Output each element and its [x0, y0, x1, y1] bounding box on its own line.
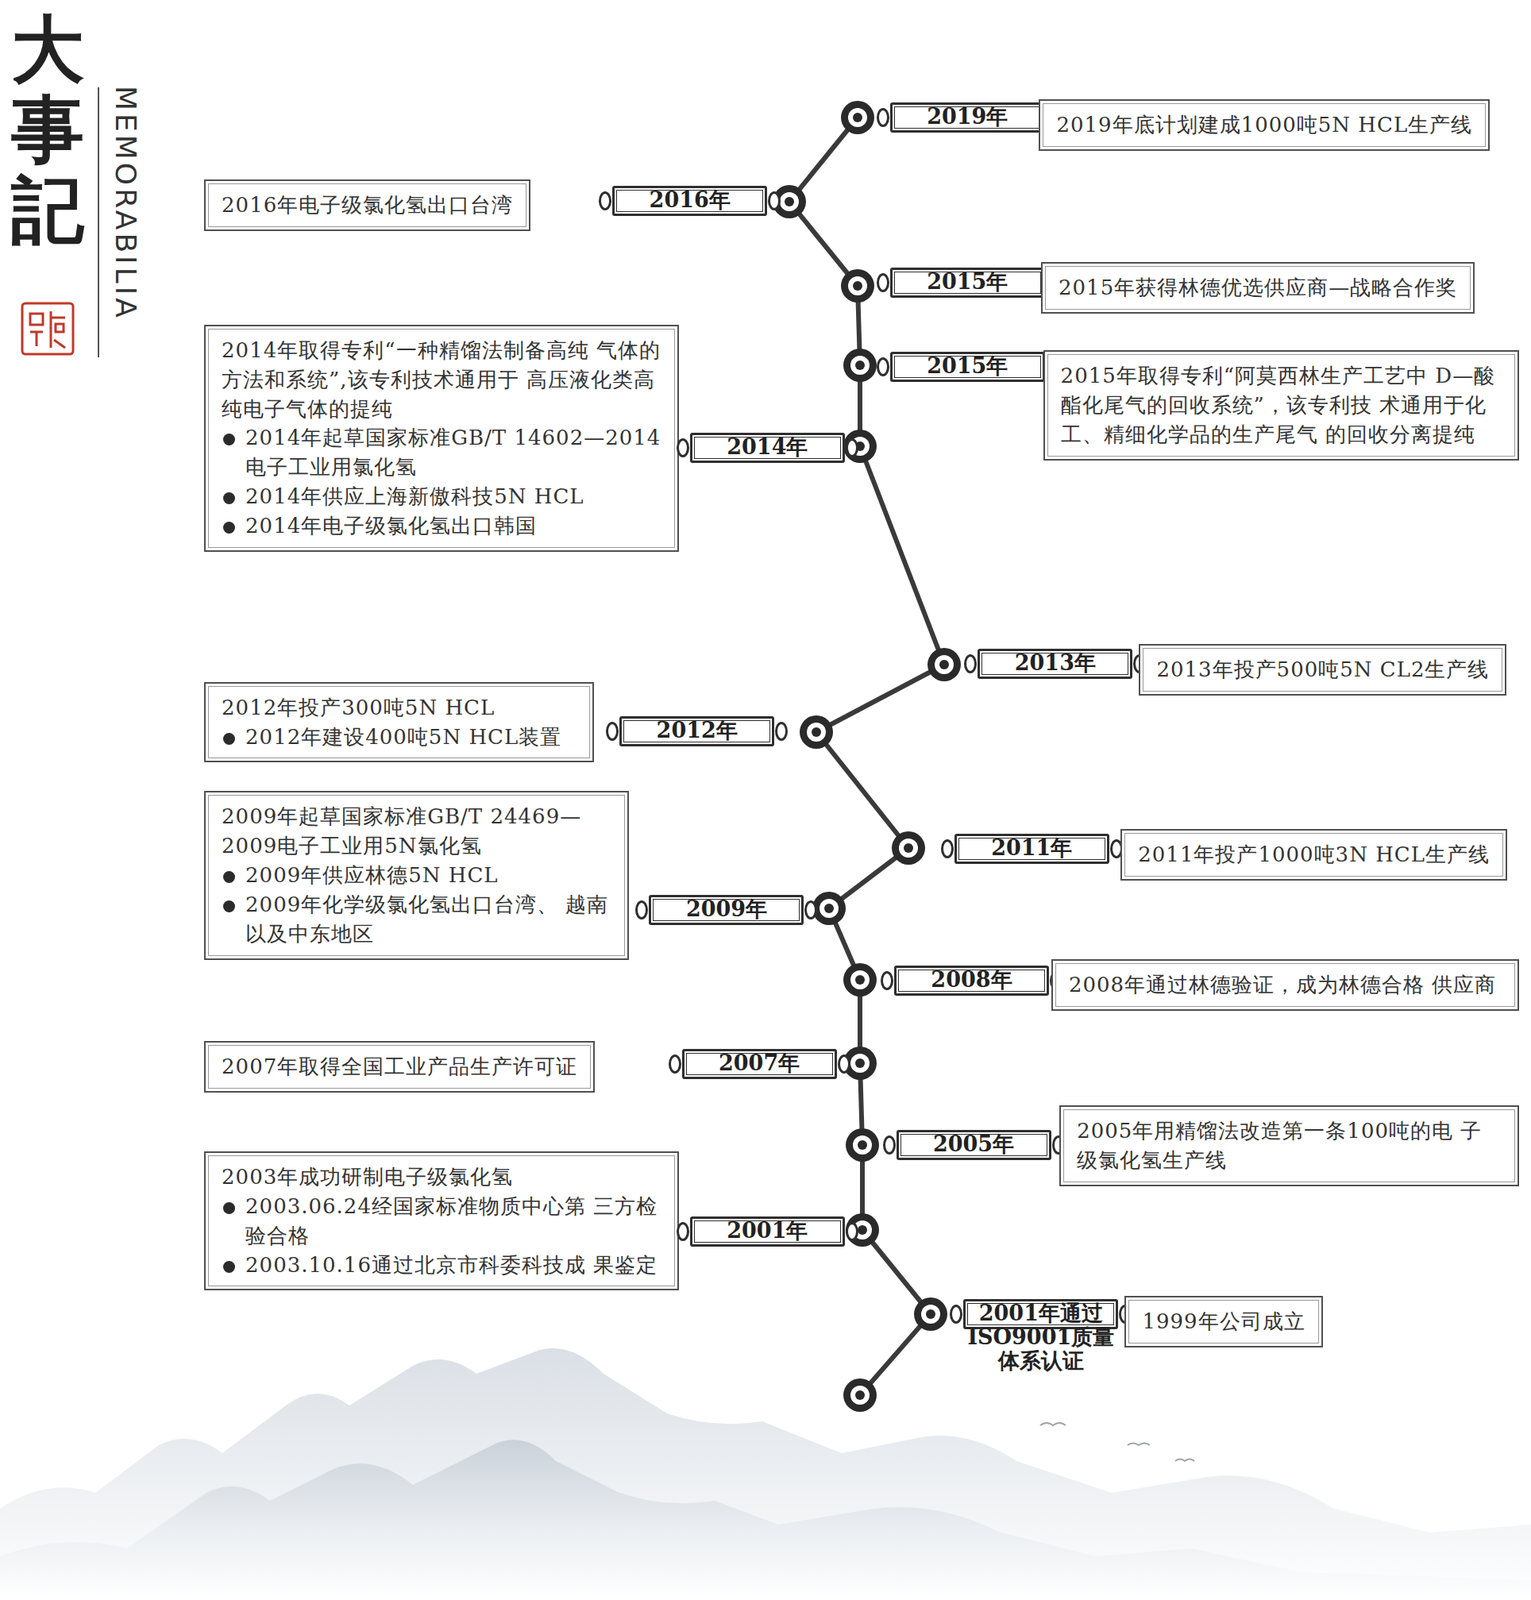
year-badge: 2007年	[682, 1048, 837, 1080]
timeline-dot	[845, 1128, 880, 1162]
event-box: 2011年投产1000吨3N HCL生产线	[1120, 829, 1508, 881]
event-text: 2003.10.16通过北京市科委科技成 果鉴定	[221, 1250, 662, 1281]
seal-stamp	[22, 303, 74, 355]
year-text: 2019年	[892, 104, 1043, 129]
year-badge: 2014年	[690, 432, 845, 463]
event-text: 2014年起草国家标准GB/T 14602—2014 电子工业用氯化氢	[221, 423, 662, 483]
year-badge: 2015年	[890, 351, 1046, 382]
timeline-dot	[913, 1297, 948, 1331]
event-text: 2009年化学级氯化氢出口台湾、 越南以及中东地区	[221, 890, 612, 949]
timeline-line	[789, 117, 945, 1396]
event-text: 2015年获得林德优选供应商—战略合作奖	[1058, 273, 1458, 303]
event-text: 2008年通过林德验证，成为林德合格 供应商	[1068, 970, 1502, 1000]
timeline-dot	[799, 715, 833, 749]
timeline-dot	[843, 963, 877, 997]
event-box: 2008年通过林德验证，成为林德合格 供应商	[1051, 959, 1520, 1011]
event-box: 2014年取得专利“一种精馏法制备高纯 气体的方法和系统”,该专利技术通用于 高…	[204, 324, 679, 552]
year-text: 2015年	[892, 354, 1043, 378]
event-box: 2016年电子级氯化氢出口台湾	[204, 179, 531, 232]
event-text: 2012年投产300吨5N HCL	[221, 693, 577, 723]
event-box: 2012年投产300吨5N HCL2012年建设400吨5N HCL装置	[204, 682, 594, 764]
event-text: 2003年成功研制电子级氯化氢	[221, 1162, 662, 1192]
year-text: 2001年通过ISO9001质量体系认证	[965, 1301, 1116, 1373]
timeline-dot	[927, 647, 961, 682]
event-text: 2014年供应上海新傲科技5N HCL	[221, 482, 662, 512]
year-text: 2008年	[896, 967, 1047, 992]
year-badge: 2019年	[890, 102, 1046, 133]
separator-line	[97, 87, 100, 358]
year-text: 2001年	[692, 1218, 843, 1243]
year-badge: 2011年	[954, 833, 1110, 864]
event-text: 2009年供应林德5N HCL	[221, 860, 612, 891]
event-box: 2003年成功研制电子级氯化氢2003.06.24经国家标准物质中心第 三方检验…	[204, 1151, 679, 1292]
event-text: 2012年建设400吨5N HCL装置	[221, 722, 577, 753]
event-text: 2013年投产500吨5N CL2生产线	[1156, 655, 1489, 685]
year-text: 2015年	[892, 269, 1043, 294]
event-text: 2014年电子级氯化氢出口韩国	[221, 511, 662, 541]
year-badge: 2001年	[690, 1216, 845, 1247]
year-text: 2012年	[621, 718, 772, 743]
year-badge: 2015年	[890, 267, 1046, 298]
event-box: 2009年起草国家标准GB/T 24469—2009电子工业用5N氯化氢2009…	[204, 790, 629, 961]
year-text: 2007年	[684, 1051, 835, 1076]
timeline-dot	[843, 1378, 877, 1412]
event-box: 2015年取得专利“阿莫西林生产工艺中 D—酸酯化尾气的回收系统”，该专利技 术…	[1043, 350, 1520, 461]
year-badge: 2009年	[648, 894, 804, 926]
event-box: 2019年底计划建成1000吨5N HCL生产线	[1038, 99, 1490, 151]
event-box: 2013年投产500吨5N CL2生产线	[1138, 644, 1507, 696]
year-badge: 2001年通过ISO9001质量体系认证	[963, 1299, 1119, 1330]
year-badge: 2012年	[619, 716, 775, 747]
year-badge: 2016年	[612, 185, 768, 216]
year-text: 2013年	[979, 651, 1130, 675]
bird	[1127, 1443, 1150, 1447]
year-badge: 2008年	[894, 965, 1049, 996]
english-title: MEMORABILIA	[109, 85, 142, 321]
timeline-dot	[891, 831, 926, 865]
event-text: 2011年投产1000吨3N HCL生产线	[1137, 840, 1490, 870]
year-text: 2014年	[692, 435, 843, 459]
event-box: 1999年公司成立	[1124, 1295, 1323, 1348]
event-text: 2003.06.24经国家标准物质中心第 三方检验合格	[221, 1191, 662, 1251]
year-text: 2011年	[956, 836, 1107, 860]
timeline-dot	[840, 269, 875, 303]
year-text: 2016年	[614, 188, 765, 213]
page-title: 大事記	[11, 9, 85, 251]
event-text: 2009年起草国家标准GB/T 24469—2009电子工业用5N氯化氢	[221, 802, 612, 861]
year-badge: 2013年	[977, 648, 1133, 679]
event-text: 2019年底计划建成1000吨5N HCL生产线	[1056, 110, 1473, 140]
event-text: 2014年取得专利“一种精馏法制备高纯 气体的方法和系统”,该专利技术通用于 高…	[221, 335, 662, 425]
event-text: 2016年电子级氯化氢出口台湾	[221, 190, 513, 220]
event-text: 2007年取得全国工业产品生产许可证	[221, 1052, 578, 1082]
timeline-dot	[840, 100, 875, 135]
timeline-dot	[812, 891, 846, 926]
timeline-dot	[843, 348, 877, 382]
bird	[1175, 1459, 1195, 1462]
event-text: 2005年用精馏法改造第一条100吨的电 子级氯化氢生产线	[1076, 1116, 1501, 1176]
year-text: 2005年	[898, 1132, 1049, 1157]
event-text: 2015年取得专利“阿莫西林生产工艺中 D—酸酯化尾气的回收系统”，该专利技 术…	[1060, 361, 1502, 450]
bird	[1040, 1423, 1066, 1426]
year-text: 2009年	[651, 897, 802, 922]
event-box: 2007年取得全国工业产品生产许可证	[204, 1041, 595, 1093]
event-box: 2015年获得林德优选供应商—战略合作奖	[1041, 262, 1475, 314]
mountain	[0, 1439, 1531, 1600]
event-text: 1999年公司成立	[1141, 1307, 1305, 1337]
event-box: 2005年用精馏法改造第一条100吨的电 子级氯化氢生产线	[1059, 1105, 1519, 1187]
mountain	[0, 1348, 1531, 1600]
year-badge: 2005年	[896, 1129, 1052, 1161]
